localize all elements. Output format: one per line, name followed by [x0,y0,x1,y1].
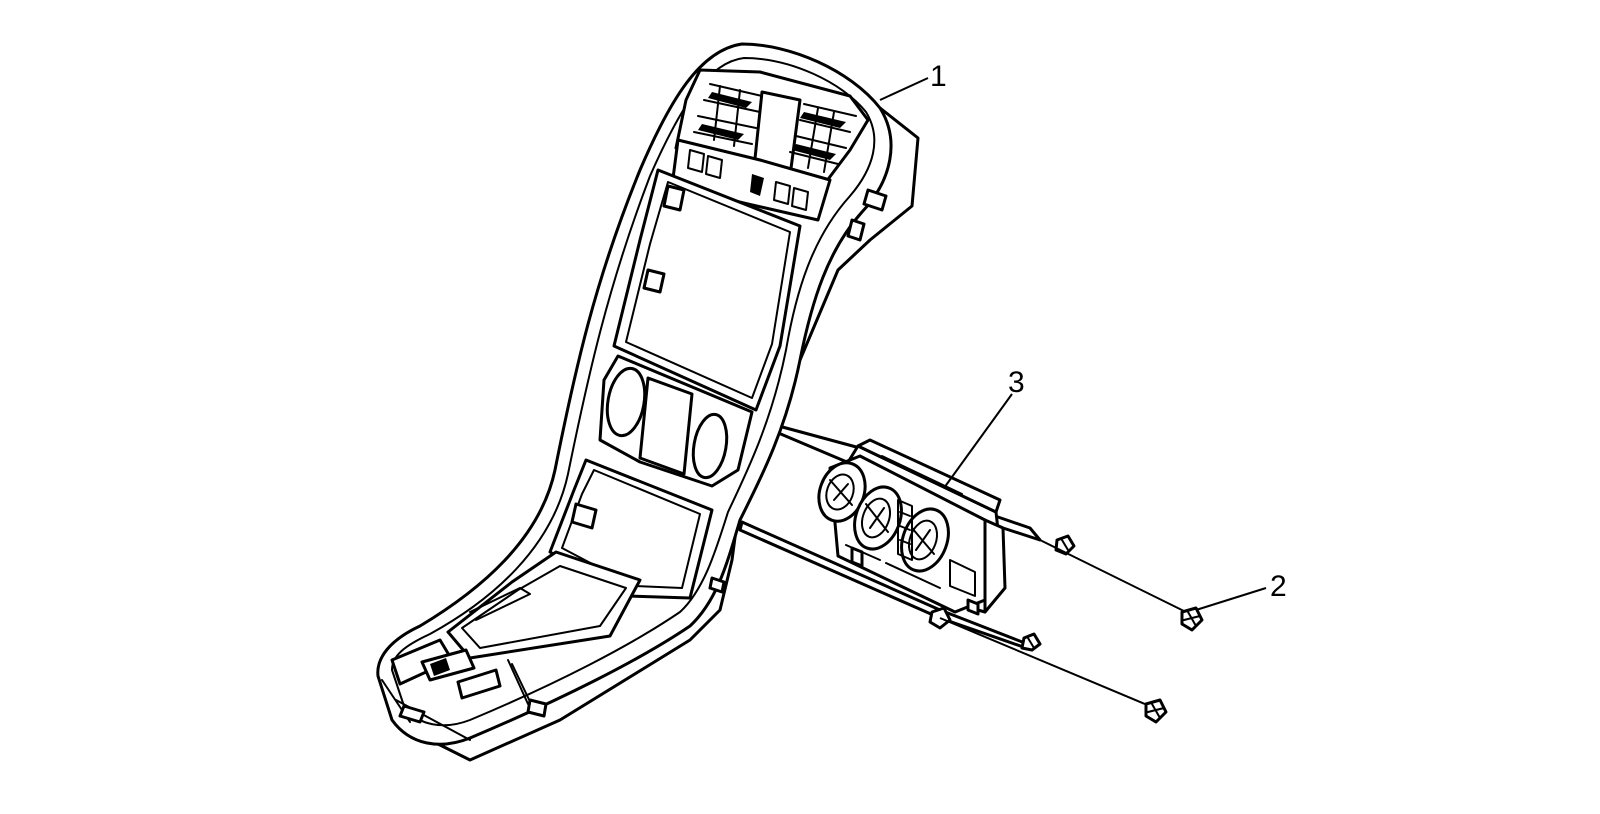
screw-lower-rail [1020,632,1042,652]
callout-leaders [879,77,1267,611]
callout-label-2: 2 [1270,570,1287,603]
console-bezel-part-1 [376,42,920,762]
callout-label-1: 1 [930,60,947,93]
screw-loose-bottom [1144,698,1168,724]
air-vent-left [693,83,763,147]
control-module-part-3 [817,438,1007,616]
knob-right [900,507,950,573]
air-vent-right [789,103,857,173]
screw-loose-right [1180,606,1204,632]
callout-label-3: 3 [1008,366,1025,399]
knob-center [853,485,903,551]
